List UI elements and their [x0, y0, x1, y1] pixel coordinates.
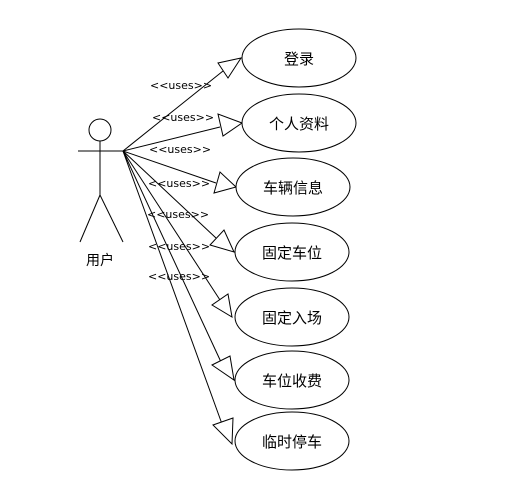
arrowhead: [209, 229, 235, 253]
actor-figure: [78, 118, 124, 243]
uses-label: <<uses>>: [149, 143, 211, 156]
actor-right-leg: [99, 194, 124, 243]
use-case-labels: 登录 个人资料 车辆信息 固定车位 固定入场 车位收费 临时停车: [262, 50, 329, 451]
actor-name: 用户: [86, 252, 114, 269]
use-case-ellipse: [241, 28, 357, 88]
associations: [122, 57, 244, 446]
uses-label: <<uses>>: [148, 270, 210, 283]
use-case-fixed-space: 固定车位: [262, 244, 322, 262]
arrowhead: [211, 355, 235, 382]
actor-left-leg: [79, 194, 101, 243]
association-7: [122, 150, 234, 446]
use-case-space-charge: 车位收费: [262, 372, 322, 390]
uses-labels: <<uses>> <<uses>> <<uses>> <<uses>> <<us…: [147, 79, 214, 283]
uses-label: <<uses>>: [150, 79, 212, 92]
association-1: [122, 57, 243, 152]
use-case-ellipse: [234, 222, 350, 282]
arrowhead: [217, 113, 244, 137]
use-case-login: 登录: [284, 50, 314, 68]
use-case-ellipse: [241, 93, 357, 153]
association-6: [122, 150, 235, 382]
arrowhead: [212, 417, 234, 446]
uses-label: <<uses>>: [148, 240, 210, 253]
use-cases: [234, 28, 357, 471]
use-case-fixed-entry: 固定入场: [262, 309, 322, 327]
association-2: [122, 113, 244, 152]
association-4: [122, 150, 235, 253]
uses-label: <<uses>>: [147, 208, 209, 221]
association-3: [122, 150, 237, 194]
use-case-temp-parking: 临时停车: [262, 433, 322, 451]
arrowhead: [213, 171, 237, 194]
use-case-profile: 个人资料: [269, 115, 329, 133]
association-5: [122, 150, 233, 318]
use-case-ellipse: [234, 350, 350, 410]
use-case-ellipse: [235, 157, 351, 217]
use-case-ellipse: [234, 411, 350, 471]
use-case-vehicle-info: 车辆信息: [263, 179, 323, 197]
use-case-ellipse: [234, 287, 350, 347]
actor-head: [88, 118, 112, 142]
uses-label: <<uses>>: [148, 177, 210, 190]
arrowhead: [217, 57, 243, 79]
uses-label: <<uses>>: [152, 111, 214, 124]
arrowhead: [211, 293, 233, 318]
